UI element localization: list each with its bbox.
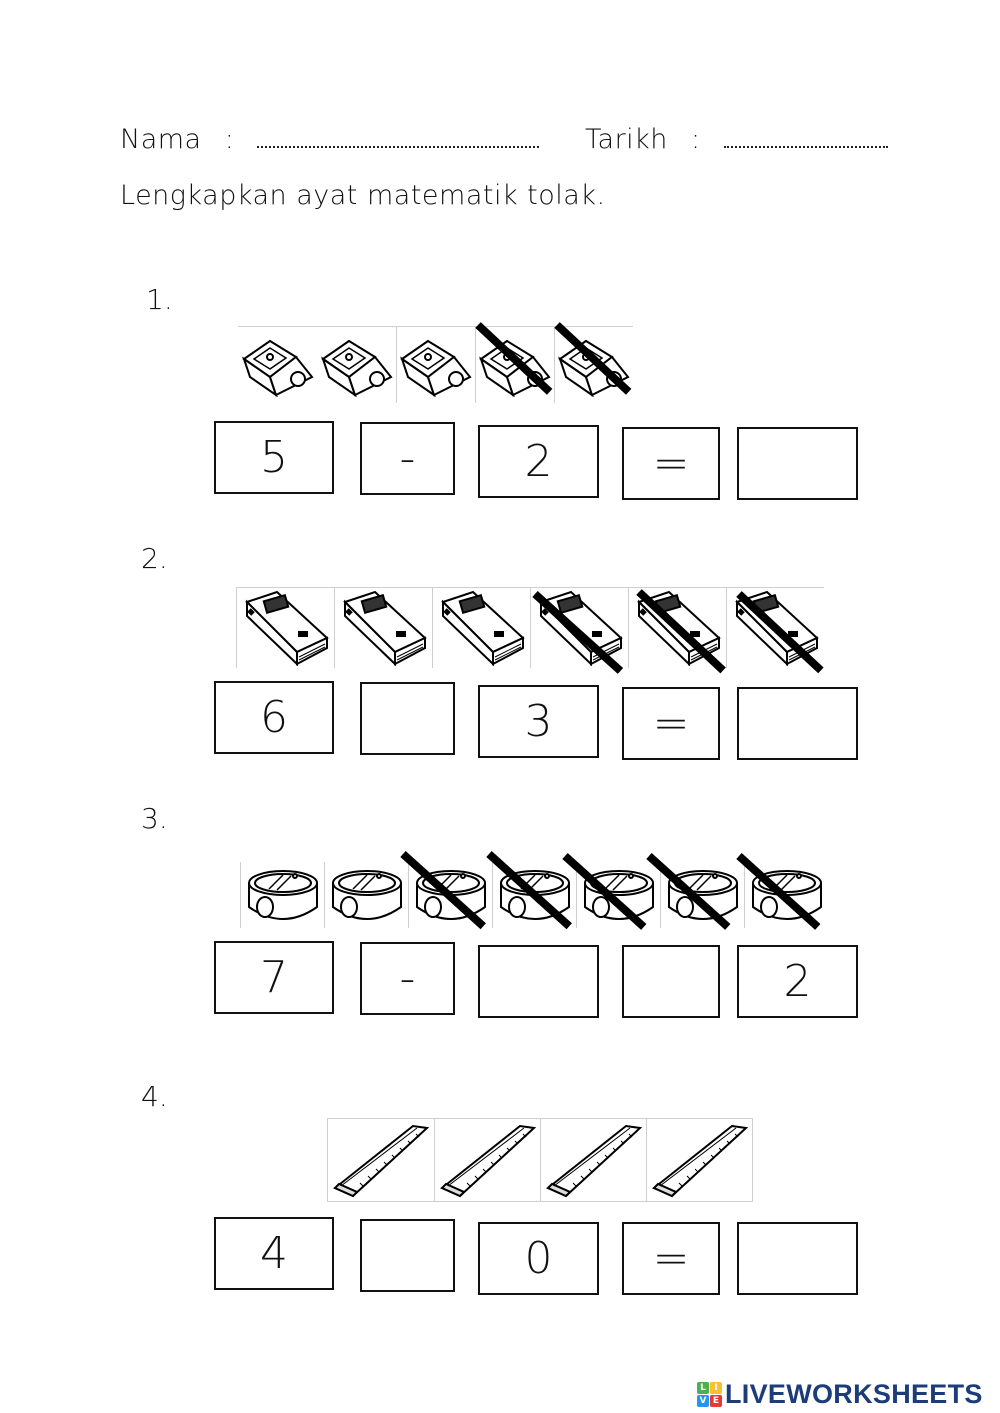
logo-letter-l: L bbox=[697, 1382, 709, 1394]
sharpener-icon bbox=[396, 327, 475, 403]
name-separator: : bbox=[224, 124, 235, 155]
question-1-picture-row bbox=[238, 322, 633, 403]
q3-box-3[interactable] bbox=[478, 945, 599, 1018]
q4-box-2[interactable] bbox=[360, 1219, 455, 1292]
q4-box-1[interactable]: 4 bbox=[214, 1217, 334, 1290]
book-icon bbox=[432, 588, 530, 668]
q2-box-4[interactable]: = bbox=[622, 687, 720, 760]
date-blank-line[interactable] bbox=[723, 132, 888, 148]
sharpener-icon bbox=[317, 327, 396, 403]
book-icon-crossed bbox=[628, 588, 726, 674]
question-2-number: 2. bbox=[141, 542, 168, 575]
q3-answer-box[interactable]: 2 bbox=[737, 945, 858, 1018]
live-logo-icon: L I V E bbox=[697, 1382, 722, 1407]
question-3-number: 3. bbox=[141, 802, 168, 835]
ruler-icon bbox=[328, 1119, 434, 1201]
q1-box-2[interactable]: - bbox=[360, 422, 455, 495]
q2-box-2[interactable] bbox=[360, 682, 455, 755]
instruction-text: Lengkapkan ayat matematik tolak. bbox=[120, 180, 606, 211]
logo-letter-e: E bbox=[710, 1395, 722, 1407]
question-3-picture-row bbox=[240, 851, 828, 930]
question-1-number: 1. bbox=[146, 283, 173, 316]
book-icon bbox=[334, 588, 432, 668]
logo-letter-v: V bbox=[697, 1395, 709, 1407]
q3-box-2[interactable]: - bbox=[360, 942, 455, 1015]
round-sharpener-icon-crossed bbox=[646, 853, 744, 930]
question-2-picture-row bbox=[236, 587, 824, 674]
name-label: Nama bbox=[120, 124, 202, 155]
q3-box-4[interactable] bbox=[622, 945, 720, 1018]
q4-box-4[interactable]: = bbox=[622, 1222, 720, 1295]
round-sharpener-icon bbox=[240, 862, 324, 928]
book-icon-crossed bbox=[726, 588, 824, 674]
q1-box-3[interactable]: 2 bbox=[478, 425, 599, 498]
logo-letter-i: I bbox=[710, 1382, 722, 1394]
q2-box-3[interactable]: 3 bbox=[478, 685, 599, 758]
q4-box-3[interactable]: 0 bbox=[478, 1222, 599, 1295]
name-field: Nama : bbox=[120, 124, 540, 155]
date-label: Tarikh bbox=[585, 124, 668, 155]
sharpener-icon bbox=[238, 327, 317, 403]
brand-name: LIVEWORKSHEETS bbox=[725, 1379, 983, 1409]
question-4-picture-row bbox=[327, 1118, 753, 1202]
ruler-icon bbox=[434, 1119, 540, 1201]
q2-box-1[interactable]: 6 bbox=[214, 681, 334, 754]
q3-box-1[interactable]: 7 bbox=[214, 941, 334, 1014]
q1-box-4[interactable]: = bbox=[622, 427, 720, 500]
ruler-icon bbox=[646, 1119, 752, 1201]
date-field: Tarikh : bbox=[585, 124, 888, 155]
date-separator: : bbox=[691, 124, 701, 155]
q4-answer-box[interactable] bbox=[737, 1222, 858, 1295]
q2-answer-box[interactable] bbox=[737, 687, 858, 760]
round-sharpener-icon bbox=[324, 862, 408, 928]
name-blank-line[interactable] bbox=[257, 132, 540, 148]
q1-box-1[interactable]: 5 bbox=[214, 421, 334, 494]
liveworksheets-logo: L I V E LIVEWORKSHEETS bbox=[697, 1379, 983, 1410]
book-icon-crossed bbox=[530, 588, 628, 674]
book-icon bbox=[236, 588, 334, 668]
round-sharpener-icon-crossed bbox=[486, 851, 576, 930]
round-sharpener-icon-crossed bbox=[736, 853, 828, 930]
sharpener-icon-crossed bbox=[475, 322, 554, 403]
round-sharpener-icon-crossed bbox=[562, 853, 660, 930]
sharpener-icon-crossed bbox=[554, 322, 633, 403]
q1-answer-box[interactable] bbox=[737, 427, 858, 500]
round-sharpener-icon-crossed bbox=[400, 851, 492, 930]
question-4-number: 4. bbox=[141, 1080, 168, 1113]
ruler-icon bbox=[540, 1119, 646, 1201]
